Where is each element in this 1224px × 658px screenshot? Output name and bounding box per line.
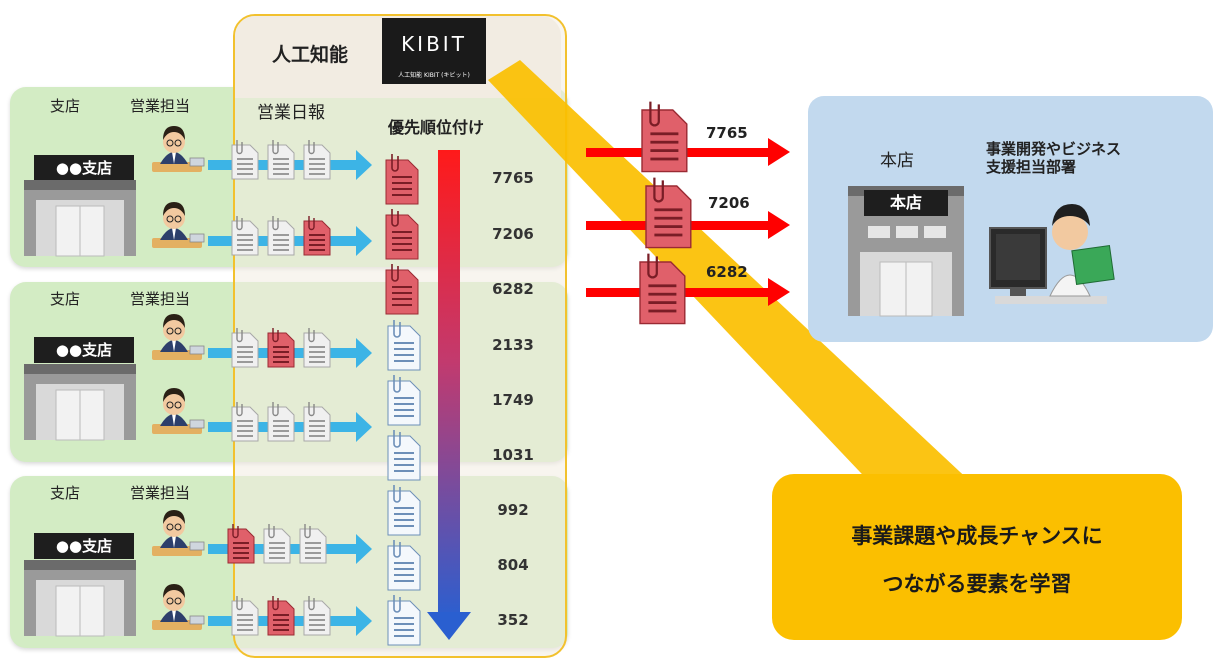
branch-building-1 [23,179,137,257]
ranked-doc-9 [387,594,421,646]
branch-sign-2: ●●支店 [34,337,134,363]
forwarded-score-3: 6282 [706,263,748,281]
ranked-doc-2 [385,208,419,260]
department-label: 事業開発やビジネス 支援担当部署 [986,140,1122,176]
forwarded-score-1: 7765 [706,124,748,142]
sales-person-3b [151,583,205,631]
kibit-logo-subtitle: 人工知能 KIBIT (キビット) [398,72,470,79]
forwarded-doc-1 [640,100,688,173]
ranked-doc-8 [387,539,421,591]
forwarded-doc-2 [644,176,692,249]
report-row-3b [208,595,372,636]
ranked-doc-7 [387,484,421,536]
score-1: 7765 [492,169,534,187]
sales-person-1b [151,201,205,249]
score-9: 352 [497,611,529,629]
ranked-doc-6 [387,429,421,481]
branch-label-1: 支店 [50,97,81,115]
report-row-1b [208,215,372,256]
priority-arrow-head [427,612,471,640]
kibit-logo: KIBIT 人工知能 KIBIT (キビット) [382,18,486,84]
branch-label-3: 支店 [50,484,81,502]
score-7: 992 [497,501,529,519]
score-4: 2133 [492,336,534,354]
department-staff-illustration [989,204,1115,304]
staff-label-1: 営業担当 [130,97,191,115]
score-5: 1749 [492,391,534,409]
report-row-3a [208,523,372,564]
sales-person-2a [151,313,205,361]
ai-title: 人工知能 [272,44,349,66]
branch-sign-3: ●●支店 [34,533,134,559]
ranked-doc-5 [387,374,421,426]
sales-person-2b [151,387,205,435]
head-office-label: 本店 [880,151,914,171]
branch-building-3 [23,559,137,637]
sales-person-1a [151,125,205,173]
kibit-logo-text: KIBIT [401,32,467,56]
head-office-sign: 本店 [864,190,948,216]
score-8: 804 [497,556,529,574]
priority-label: 優先順位付け [388,118,485,137]
sales-person-3a [151,509,205,557]
report-label: 営業日報 [257,103,325,123]
score-6: 1031 [492,446,534,464]
ranked-doc-3 [385,263,419,315]
staff-label-3: 営業担当 [130,484,191,502]
callout-line-2: つながる要素を学習 [882,572,1072,596]
branch-building-2 [23,363,137,441]
branch-sign-1: ●●支店 [34,155,134,181]
staff-label-2: 営業担当 [130,290,191,308]
priority-arrow-shaft [438,150,460,620]
report-row-1a [208,139,372,180]
report-row-2b [208,401,372,442]
ranked-doc-4 [387,319,421,371]
callout-line-1: 事業課題や成長チャンスに [851,524,1103,548]
callout-box [772,474,1182,640]
forwarded-score-2: 7206 [708,194,750,212]
ranked-doc-1 [385,153,419,205]
score-3: 6282 [492,280,534,298]
report-row-2a [208,327,372,368]
branch-label-2: 支店 [50,290,81,308]
score-2: 7206 [492,225,534,243]
